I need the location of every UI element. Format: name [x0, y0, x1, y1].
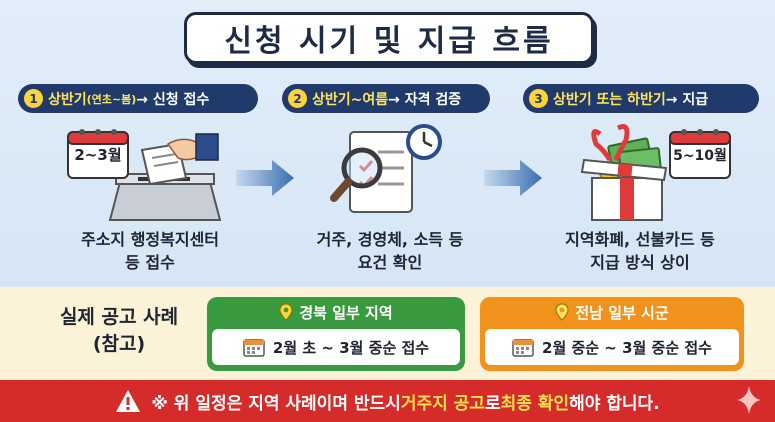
case-schedule: 2월 중순 ~ 3월 중순 접수: [542, 338, 712, 357]
step-3-label-b: → 지급: [665, 91, 709, 108]
calendar-icon: [243, 339, 265, 357]
case-card-body: 2월 중순 ~ 3월 중순 접수: [485, 329, 739, 365]
warning-prefix: ※ 위 일정은 지역 사례이며 반드시: [151, 393, 401, 414]
location-pin-icon: [279, 303, 293, 321]
step-3-number: 3: [529, 89, 548, 108]
page-title: 신청 시기 및 지급 흐름: [184, 12, 594, 64]
step-3-caption-line-2: 지급 방식 상이: [590, 253, 690, 272]
step-3-caption-line-1: 지역화폐, 선불카드 등: [565, 230, 715, 249]
step-2-label-a: 상반기~여름: [312, 91, 389, 108]
calendar-label-step-3: 5~10월: [673, 148, 727, 164]
step-1-label-a: 상반기: [48, 91, 87, 108]
arrow-right-icon: [484, 160, 542, 196]
ballot-box-icon: [108, 133, 222, 221]
warning-icon: [116, 390, 141, 412]
step-3-label-a: 상반기 또는 하반기: [553, 91, 666, 108]
step-1-caption-line-2: 등 접수: [125, 253, 175, 272]
step-2-pill: 2 상반기~여름 → 자격 검증: [282, 84, 490, 113]
case-card-header: 경북 일부 지역: [207, 297, 465, 327]
case-region: 전남 일부 시군: [575, 303, 669, 322]
case-card-header: 전남 일부 시군: [480, 297, 744, 327]
case-card-jeonnam: 전남 일부 시군 2월 중순 ~ 3월 중순 접수: [480, 297, 744, 371]
step-1-label-small: (연초~봄): [86, 92, 137, 106]
gift-money-icon: [580, 124, 668, 221]
calendar-icon: [67, 129, 129, 179]
calendar-icon: [512, 339, 534, 357]
step-2-number: 2: [288, 89, 307, 108]
case-schedule: 2월 초 ~ 3월 중순 접수: [272, 338, 430, 357]
calendar-icon: [669, 129, 731, 179]
cases-title: 실제 공고 사례 (참고): [44, 304, 194, 358]
warning-mid: 로: [484, 393, 501, 414]
sparkle-icon: [737, 386, 761, 414]
cases-title-line-1: 실제 공고 사례: [59, 306, 179, 328]
step-2-caption: 거주, 경영체, 소득 등 요건 확인: [280, 228, 500, 274]
case-card-gyeongbuk: 경북 일부 지역 2월 초 ~ 3월 중순 접수: [207, 297, 465, 371]
step-2-caption-line-1: 거주, 경영체, 소득 등: [316, 230, 464, 249]
step-1-label-b: → 신청 접수: [136, 91, 210, 108]
step-3-caption: 지역화폐, 선불카드 등 지급 방식 상이: [530, 228, 750, 274]
step-1-caption: 주소지 행정복지센터 등 접수: [40, 228, 260, 274]
cases-title-line-2: (참고): [92, 333, 146, 355]
arrow-right-icon: [236, 160, 294, 196]
warning-highlight-residence: 거주지 공고: [400, 393, 485, 414]
step-2-label-b: → 자격 검증: [388, 91, 462, 108]
step-1-number: 1: [24, 89, 43, 108]
warning-suffix: 해야 합니다.: [569, 393, 660, 414]
step-3-pill: 3 상반기 또는 하반기 → 지급: [523, 84, 759, 113]
step-2-caption-line-2: 요건 확인: [357, 253, 423, 272]
calendar-label-step-1: 2~3월: [74, 146, 122, 164]
location-pin-icon: [555, 303, 569, 321]
magnifier-document-icon: [330, 124, 442, 213]
step-1-caption-line-1: 주소지 행정복지센터: [80, 230, 220, 249]
case-region: 경북 일부 지역: [299, 303, 393, 322]
case-card-body: 2월 초 ~ 3월 중순 접수: [212, 329, 460, 365]
step-1-pill: 1 상반기 (연초~봄) → 신청 접수: [18, 84, 258, 113]
warning-highlight-final: 최종 확인: [500, 393, 570, 414]
